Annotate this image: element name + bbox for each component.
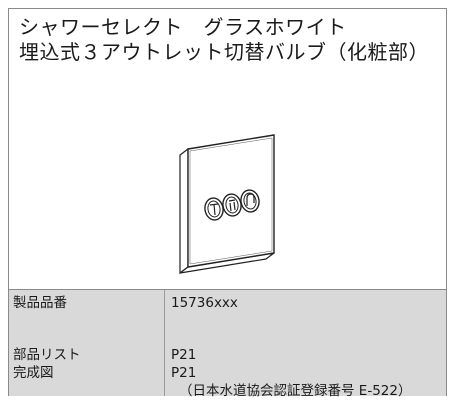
title-line-2: 埋込式３アウトレット切替バルブ（化粧部） bbox=[19, 40, 429, 64]
column-divider bbox=[164, 290, 165, 396]
certification-note: （日本水道協会認証登録番号 E-522） bbox=[179, 383, 412, 399]
product-card: シャワーセレクト グラスホワイト 埋込式３アウトレット切替バルブ（化粧部） bbox=[8, 8, 447, 399]
product-number-label: 製品品番 bbox=[13, 295, 67, 311]
completion-drawing-link[interactable]: P21 bbox=[171, 365, 197, 381]
spec-table: 製品品番 15736xxx 部品リスト P21 完成図 P21 （日本水道協会認… bbox=[9, 289, 446, 399]
product-title: シャワーセレクト グラスホワイト 埋込式３アウトレット切替バルブ（化粧部） bbox=[19, 15, 429, 65]
parts-list-label: 部品リスト bbox=[13, 347, 81, 363]
product-number-value: 15736xxx bbox=[171, 295, 238, 311]
valve-plate-illustration bbox=[179, 134, 275, 275]
parts-list-link[interactable]: P21 bbox=[171, 347, 197, 363]
completion-drawing-label: 完成図 bbox=[13, 365, 54, 381]
spout-icon bbox=[240, 189, 260, 213]
title-line-1: シャワーセレクト グラスホワイト bbox=[19, 15, 347, 39]
handheld-shower-icon bbox=[222, 193, 242, 217]
shower-head-icon bbox=[204, 197, 224, 221]
